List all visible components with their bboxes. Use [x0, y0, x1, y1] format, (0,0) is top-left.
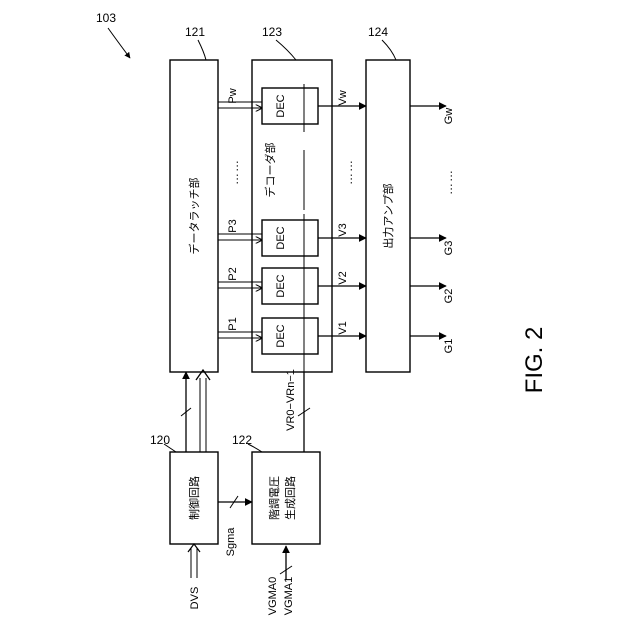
- figure-ref-103: 103: [96, 11, 130, 58]
- control-circuit-block: 制御回路 120: [150, 433, 218, 544]
- dec-box-1: DEC: [262, 318, 318, 354]
- svg-text:デコーダ部: デコーダ部: [263, 143, 277, 198]
- vr-bus: VR0−VRn−1: [285, 369, 310, 452]
- svg-text:P1: P1: [227, 317, 239, 330]
- svg-text:……: ……: [227, 159, 241, 185]
- dec-box-3: DEC: [262, 220, 318, 256]
- svg-text:VGMA1: VGMA1: [283, 577, 295, 616]
- svg-text:G1: G1: [443, 339, 455, 354]
- sgma-signal: Sgma: [218, 496, 252, 556]
- svg-text:DEC: DEC: [275, 324, 287, 347]
- dvs-input: DVS: [188, 544, 201, 609]
- output-amp-block: 出力アンプ部 124: [366, 25, 410, 372]
- ref-120: 120: [150, 433, 170, 447]
- svg-text:P2: P2: [227, 267, 239, 280]
- gamma-generator-block: 階調電圧 生成回路 122: [232, 433, 320, 544]
- ref-123: 123: [262, 25, 282, 39]
- svg-text:Sgma: Sgma: [225, 527, 237, 557]
- svg-text:……: ……: [441, 169, 455, 195]
- svg-text:G3: G3: [443, 241, 455, 256]
- svg-text:階調電圧: 階調電圧: [267, 476, 281, 520]
- svg-text:DEC: DEC: [275, 226, 287, 249]
- figure-caption: FIG. 2: [521, 327, 548, 394]
- svg-text:V3: V3: [337, 223, 349, 236]
- svg-text:P3: P3: [227, 219, 239, 232]
- control-to-latch: [181, 370, 210, 452]
- svg-text:Pw: Pw: [227, 88, 239, 103]
- vgma-input: VGMA0 VGMA1: [267, 546, 295, 615]
- dec-box-2: DEC: [262, 268, 318, 304]
- svg-text:VGMA0: VGMA0: [267, 577, 279, 616]
- svg-text:V1: V1: [337, 321, 349, 334]
- svg-text:生成回路: 生成回路: [283, 476, 297, 520]
- svg-text:DEC: DEC: [275, 94, 287, 117]
- g-outputs: Gw G3 G2 G1 ……: [410, 106, 455, 353]
- dec-box-w: DEC: [262, 88, 318, 124]
- ref-121: 121: [185, 25, 205, 39]
- data-latch-block: データラッチ部 121: [170, 25, 218, 372]
- svg-text:出力アンプ部: 出力アンプ部: [381, 183, 395, 248]
- svg-text:V2: V2: [337, 271, 349, 284]
- svg-text:103: 103: [96, 11, 116, 25]
- svg-text:制御回路: 制御回路: [187, 476, 201, 520]
- svg-text:DEC: DEC: [275, 274, 287, 297]
- svg-text:DVS: DVS: [189, 587, 201, 610]
- ref-124: 124: [368, 25, 388, 39]
- svg-text:Gw: Gw: [443, 108, 455, 125]
- svg-text:FIG. 2: FIG. 2: [521, 327, 548, 394]
- svg-text:……: ……: [341, 159, 355, 185]
- svg-text:VR0−VRn−1: VR0−VRn−1: [285, 369, 297, 431]
- svg-text:G2: G2: [443, 289, 455, 304]
- svg-text:データラッチ部: データラッチ部: [187, 178, 201, 255]
- decoder-block: デコーダ部 123 DEC DEC DEC DEC: [252, 25, 332, 372]
- svg-text:Vw: Vw: [337, 90, 349, 105]
